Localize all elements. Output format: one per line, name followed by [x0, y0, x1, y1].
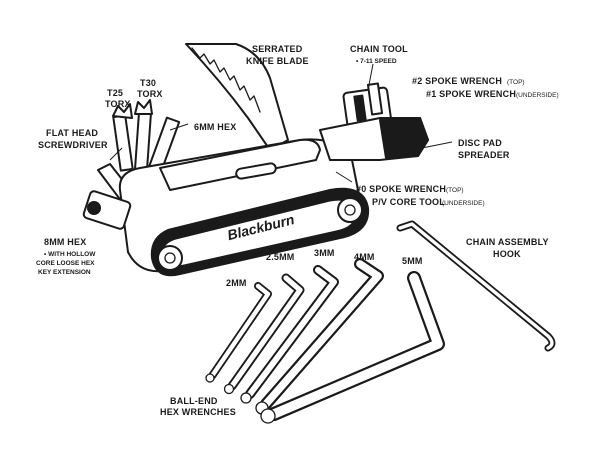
hex-wrench-5mm — [260, 271, 445, 424]
label-t30-torx-line1: T30 — [140, 78, 156, 88]
hex-wrench-3mm — [240, 265, 339, 404]
label-wrench-2mm: 2MM — [226, 278, 247, 288]
label-six-mm-hex: 6MM HEX — [194, 122, 236, 132]
label-wrench-5mm: 5MM — [402, 256, 423, 266]
label-t25-torx-line2: TORX — [105, 99, 131, 109]
label-t30-torx-line2: TORX — [137, 89, 163, 99]
hex-wrench-2mm — [205, 282, 272, 383]
label-spoke-wrench-0-sub: (TOP) — [446, 187, 464, 194]
label-eight-mm-hex: 8MM HEX — [44, 237, 86, 247]
label-chain-assembly-hook-line2: HOOK — [493, 249, 521, 259]
label-ball-end-line1: BALL-END — [170, 396, 218, 406]
torx-bits — [112, 99, 181, 176]
label-pv-core-tool-sub: (UNDERSIDE) — [442, 200, 485, 207]
label-wrench-4mm: 4MM — [354, 252, 375, 262]
label-wrench-2.5mm: 2.5MM — [266, 252, 295, 262]
label-disc-pad-spreader-line1: DISC PAD — [458, 138, 502, 148]
label-pv-core-tool: P/V CORE TOOL — [372, 197, 445, 207]
leader-lines — [109, 63, 453, 183]
label-eight-mm-hex-note-line3: KEY EXTENSION — [38, 269, 91, 276]
label-chain-assembly-hook-line1: CHAIN ASSEMBLY — [466, 237, 549, 247]
label-spoke-wrench-0: #0 SPOKE WRENCH — [356, 184, 446, 194]
hex-wrench-2.5mm — [223, 273, 305, 395]
multi-tool-illustration: Blackburn — [82, 43, 429, 277]
label-chain-tool-sub: • 7-11 SPEED — [356, 58, 397, 65]
label-eight-mm-hex-note-line2: CORE LOOSE HEX — [36, 260, 95, 267]
chain-tool — [319, 82, 429, 161]
label-wrench-3mm: 3MM — [314, 248, 335, 258]
tool-handle: Blackburn — [150, 187, 370, 277]
label-disc-pad-spreader-line2: SPREADER — [458, 150, 510, 160]
label-serrated-knife-blade-line2: KNIFE BLADE — [246, 56, 309, 66]
label-t25-torx-line1: T25 — [107, 88, 123, 98]
eight-mm-hex-socket — [82, 190, 132, 230]
label-eight-mm-hex-note-line1: • WITH HOLLOW — [44, 251, 96, 258]
callout-labels: SERRATED KNIFE BLADE CHAIN TOOL • 7-11 S… — [36, 44, 559, 417]
label-spoke-wrench-2: #2 SPOKE WRENCH — [412, 76, 502, 86]
label-spoke-wrench-2-sub: (TOP) — [507, 79, 525, 86]
label-ball-end-line2: HEX WRENCHES — [160, 407, 236, 417]
label-flat-head-screwdriver-line1: FLAT HEAD — [46, 128, 98, 138]
label-serrated-knife-blade-line1: SERRATED — [252, 44, 303, 54]
hex-wrench-set — [205, 258, 445, 424]
label-spoke-wrench-1-sub: (UNDERSIDE) — [516, 92, 559, 99]
label-spoke-wrench-1: #1 SPOKE WRENCH — [426, 89, 516, 99]
label-flat-head-screwdriver-line2: SCREWDRIVER — [38, 140, 108, 150]
label-chain-tool: CHAIN TOOL — [350, 44, 408, 54]
chain-assembly-hook — [396, 220, 556, 352]
